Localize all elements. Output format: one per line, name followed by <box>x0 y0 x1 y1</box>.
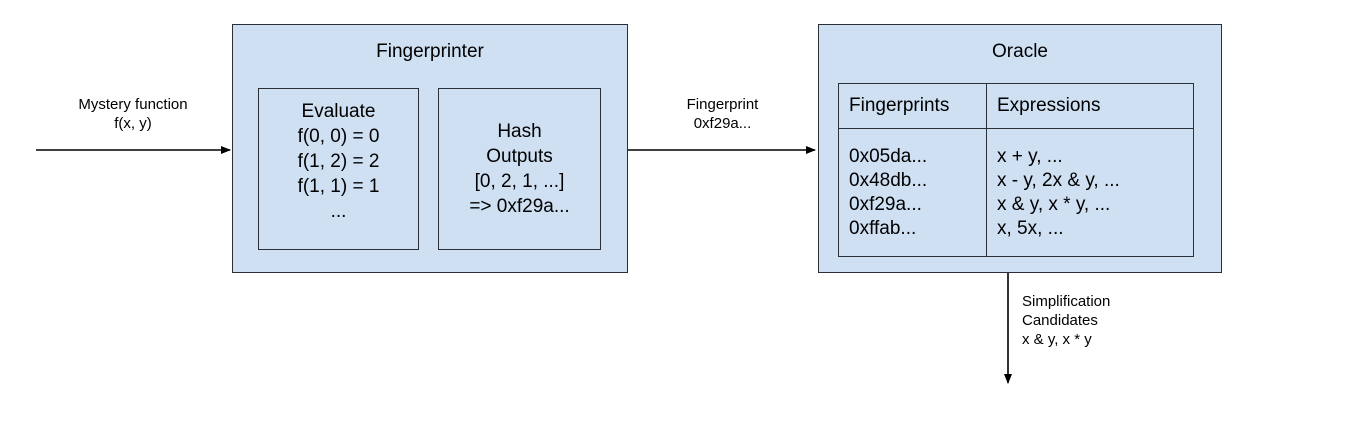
table-body: 0x05da... 0x48db... 0xf29a... 0xffab... … <box>839 129 1193 256</box>
fingerprint-label: Fingerprint 0xf29a... <box>686 96 759 132</box>
evaluate-lines: f(0, 0) = 0 f(1, 2) = 2 f(1, 1) = 1 ... <box>297 126 380 222</box>
input-label: Mystery function f(x, y) <box>78 96 188 132</box>
header-cell-fingerprints: Fingerprints <box>839 84 987 128</box>
header-label-expressions: Expressions <box>997 95 1101 116</box>
hash-lines: [0, 2, 1, ...] => 0xf29a... <box>469 171 570 217</box>
table-row: x - y, 2x & y, ... <box>997 169 1120 191</box>
table-row: 0x48db... <box>849 169 928 191</box>
evaluate-box: Evaluate f(0, 0) = 0 f(1, 2) = 2 f(1, 1)… <box>258 88 419 250</box>
table-row: 0xf29a... <box>849 193 922 215</box>
header-label-fingerprints: Fingerprints <box>849 95 950 116</box>
body-column-expressions: x + y, ... x - y, 2x & y, ... x & y, x *… <box>987 129 1193 256</box>
output-label: Simplification Candidates x & y, x * y <box>1022 293 1111 348</box>
table-row: 0x05da... <box>849 145 928 167</box>
oracle-lookup-table: Fingerprints Expressions 0x05da... 0x48d… <box>838 83 1194 257</box>
evaluate-heading: Evaluate <box>301 101 376 122</box>
table-row: x & y, x * y, ... <box>997 193 1111 215</box>
oracle-title: Oracle <box>992 41 1048 62</box>
header-cell-expressions: Expressions <box>987 84 1193 128</box>
table-row: x, 5x, ... <box>997 217 1064 239</box>
table-row: x + y, ... <box>997 145 1063 167</box>
body-column-fingerprints: 0x05da... 0x48db... 0xf29a... 0xffab... <box>839 129 987 256</box>
table-row: 0xffab... <box>849 217 917 239</box>
hash-outputs-box: Hash Outputs [0, 2, 1, ...] => 0xf29a... <box>438 88 601 250</box>
table-header-row: Fingerprints Expressions <box>839 84 1193 129</box>
fingerprinter-title: Fingerprinter <box>376 41 484 62</box>
hash-heading: Hash Outputs <box>486 121 553 167</box>
